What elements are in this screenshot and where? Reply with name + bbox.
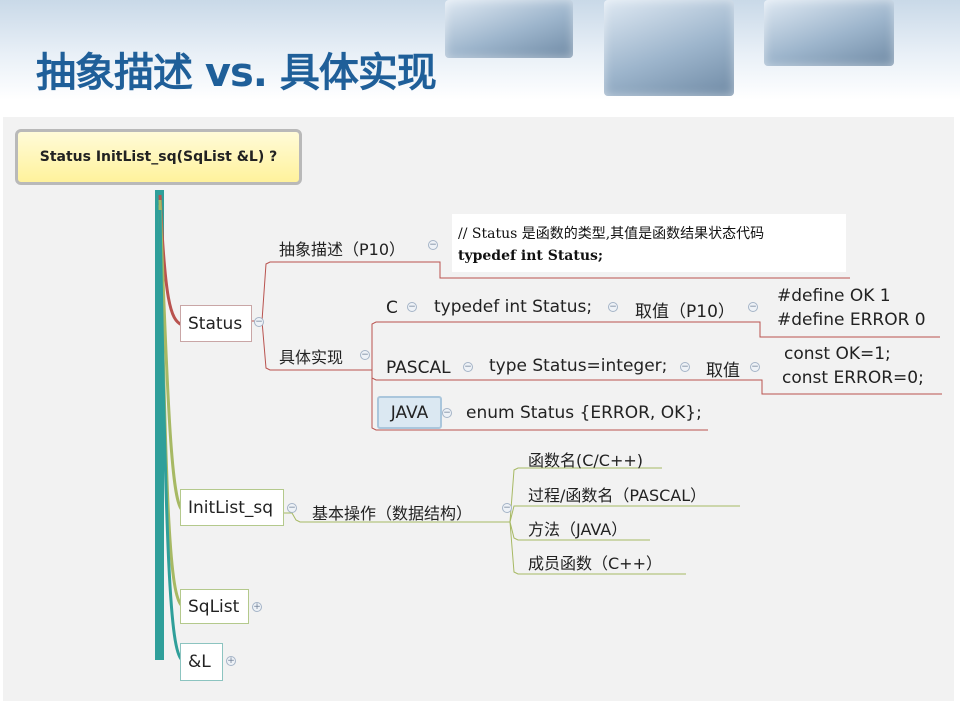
plus-circle-icon[interactable]: + bbox=[226, 656, 236, 666]
code-typedef-line: typedef int Status; bbox=[458, 248, 604, 264]
pascal-type-decl[interactable]: type Status=integer; bbox=[489, 356, 668, 376]
minus-circle-icon[interactable]: − bbox=[502, 503, 512, 513]
minus-circle-icon[interactable]: − bbox=[254, 317, 264, 327]
label-abstract[interactable]: 抽象描述（P10） bbox=[279, 240, 406, 259]
pascal-const-ok: const OK=1; bbox=[784, 344, 891, 364]
abstract-code-image: // Status 是函数的类型,其值是函数结果状态代码 typedef int… bbox=[452, 214, 846, 272]
minus-circle-icon[interactable]: − bbox=[428, 240, 438, 250]
name-item-c[interactable]: 函数名(C/C++) bbox=[528, 451, 644, 470]
minus-circle-icon[interactable]: − bbox=[680, 362, 690, 372]
slide-title: 抽象描述 vs. 具体实现 bbox=[36, 50, 437, 96]
name-item-cpp[interactable]: 成员函数（C++） bbox=[528, 554, 662, 573]
label-pascal[interactable]: PASCAL bbox=[386, 358, 451, 378]
trunk-branch bbox=[155, 190, 164, 660]
minus-circle-icon[interactable]: − bbox=[750, 362, 760, 372]
pascal-value-label[interactable]: 取值 bbox=[706, 361, 740, 381]
label-c[interactable]: C bbox=[386, 298, 398, 318]
plus-circle-icon[interactable]: + bbox=[252, 602, 262, 612]
c-define-error: #define ERROR 0 bbox=[777, 310, 926, 330]
node-sqlist[interactable]: SqList bbox=[180, 589, 249, 624]
code-comment-line: // Status 是函数的类型,其值是函数结果状态代码 bbox=[458, 226, 765, 242]
minus-circle-icon[interactable]: − bbox=[608, 302, 618, 312]
node-initlist[interactable]: InitList_sq bbox=[180, 489, 284, 526]
decor-cube-2 bbox=[604, 0, 734, 96]
decor-cube-1 bbox=[445, 0, 573, 58]
c-typedef[interactable]: typedef int Status; bbox=[434, 297, 593, 317]
minus-circle-icon[interactable]: − bbox=[442, 408, 452, 418]
java-enum-decl[interactable]: enum Status {ERROR, OK}; bbox=[466, 403, 702, 423]
pascal-const-error: const ERROR=0; bbox=[782, 368, 924, 388]
minus-circle-icon[interactable]: − bbox=[360, 350, 370, 360]
minus-circle-icon[interactable]: − bbox=[748, 302, 758, 312]
branch-ref bbox=[158, 209, 184, 662]
node-java[interactable]: JAVA bbox=[377, 396, 442, 429]
root-node[interactable]: Status InitList_sq(SqList &L) ? bbox=[15, 129, 302, 185]
decor-cube-3 bbox=[764, 0, 894, 66]
minus-circle-icon[interactable]: − bbox=[463, 362, 473, 372]
label-concrete[interactable]: 具体实现 bbox=[279, 348, 344, 367]
node-ref-l[interactable]: &L bbox=[180, 643, 223, 681]
minus-circle-icon[interactable]: − bbox=[287, 503, 297, 513]
c-value-label[interactable]: 取值（P10） bbox=[635, 302, 735, 322]
name-item-java[interactable]: 方法（JAVA） bbox=[528, 520, 628, 539]
c-define-ok: #define OK 1 bbox=[777, 286, 891, 306]
name-item-pascal[interactable]: 过程/函数名（PASCAL） bbox=[528, 486, 707, 505]
label-basic-operation[interactable]: 基本操作（数据结构） bbox=[312, 504, 473, 523]
node-status[interactable]: Status bbox=[180, 305, 252, 342]
minus-circle-icon[interactable]: − bbox=[407, 302, 417, 312]
